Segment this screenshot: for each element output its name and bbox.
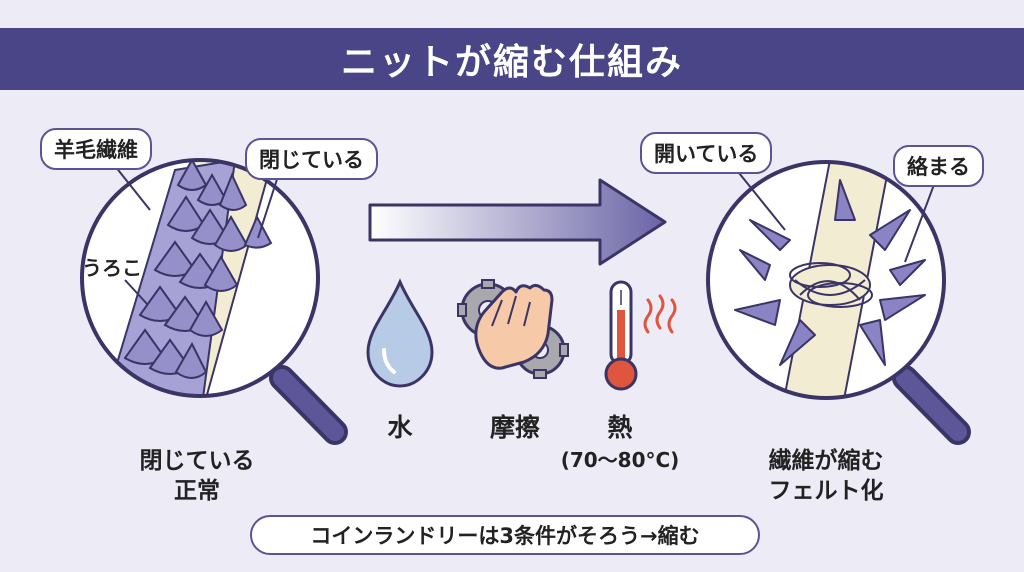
right-magnifier xyxy=(706,160,971,445)
thermometer-icon xyxy=(604,280,677,391)
water-drop-icon xyxy=(366,278,434,388)
left-caption-line1: 閉じている xyxy=(139,448,255,474)
process-arrow xyxy=(368,178,667,266)
label-friction: 摩擦 xyxy=(489,413,540,442)
footer-summary: コインランドリーは3条件がそろう→縮む xyxy=(250,515,760,555)
gear-hand-icon xyxy=(457,279,569,379)
label-wool-fiber: 羊毛繊維 xyxy=(40,128,152,170)
page-title: ニットが縮む仕組み xyxy=(340,42,683,83)
right-caption-line2: フェルト化 xyxy=(768,478,884,504)
label-closed: 閉じている xyxy=(245,138,378,180)
title-banner: ニットが縮む仕組み xyxy=(0,28,1024,90)
label-heat: 熱 xyxy=(607,413,633,442)
label-tangle: 絡まる xyxy=(893,145,984,187)
label-open: 開いている xyxy=(640,132,773,174)
left-caption: 閉じている 正常 xyxy=(112,446,282,506)
label-water: 水 xyxy=(387,413,413,442)
footer-summary-text: コインランドリーは3条件がそろう→縮む xyxy=(310,524,700,548)
right-caption-line1: 繊維が縮む xyxy=(768,448,884,474)
label-heat-range: (70〜80°C) xyxy=(560,448,680,472)
label-scale: うろこ xyxy=(82,256,142,280)
right-caption: 繊維が縮む フェルト化 xyxy=(736,446,916,506)
left-magnifier xyxy=(80,158,348,445)
left-caption-line2: 正常 xyxy=(174,478,220,504)
